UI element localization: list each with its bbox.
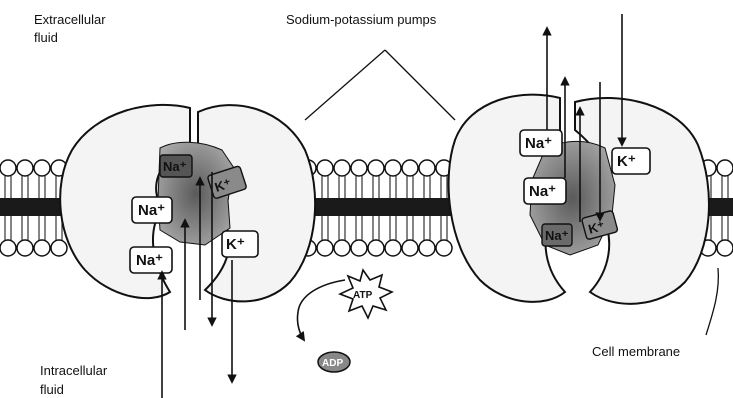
- label-extracellular-line2: fluid: [34, 30, 58, 45]
- phospholipid-head: [317, 240, 333, 256]
- svg-text:K⁺: K⁺: [226, 236, 245, 253]
- svg-text:Na⁺: Na⁺: [136, 252, 163, 269]
- phospholipid-head: [717, 160, 733, 176]
- adp-blob: ADP: [318, 352, 350, 372]
- left-pump-k-bound-2: K⁺: [222, 231, 258, 257]
- left-pump-na-bound-2: Na⁺: [130, 247, 172, 273]
- svg-text:Na⁺: Na⁺: [525, 135, 552, 152]
- phospholipid-head: [317, 160, 333, 176]
- svg-text:Na⁺: Na⁺: [545, 228, 569, 243]
- pump-left: [60, 105, 315, 302]
- right-pump-k-bound-2: K⁺: [612, 148, 650, 174]
- phospholipid-head: [334, 240, 350, 256]
- left-pump-na-bound-1: Na⁺: [132, 197, 172, 223]
- phospholipid-head: [436, 240, 452, 256]
- svg-text:Na⁺: Na⁺: [529, 183, 556, 200]
- phospholipid-head: [385, 240, 401, 256]
- phospholipid-head: [402, 240, 418, 256]
- phospholipid-head: [717, 240, 733, 256]
- label-cell-membrane: Cell membrane: [592, 344, 680, 359]
- phospholipid-head: [34, 240, 50, 256]
- phospholipid-head: [419, 160, 435, 176]
- phospholipid-head: [402, 160, 418, 176]
- phospholipid-head: [385, 160, 401, 176]
- membrane-label-connector: [706, 268, 718, 335]
- phospholipid-head: [368, 240, 384, 256]
- phospholipid-head: [0, 160, 16, 176]
- phospholipid-head: [17, 240, 33, 256]
- left-pump-na-bound-3: Na⁺: [160, 155, 192, 177]
- pumps-label-connector: [305, 50, 455, 120]
- label-sodium-potassium-pumps: Sodium-potassium pumps: [286, 12, 437, 27]
- atp-burst: ATP: [340, 270, 392, 318]
- svg-text:Na⁺: Na⁺: [163, 159, 187, 174]
- right-pump-na-bound-1: Na⁺: [520, 130, 562, 156]
- svg-text:K⁺: K⁺: [617, 153, 636, 170]
- phospholipid-head: [351, 160, 367, 176]
- phospholipid-head: [419, 240, 435, 256]
- atp-to-adp-arrow: [297, 280, 345, 340]
- phospholipid-head: [34, 160, 50, 176]
- svg-text:Na⁺: Na⁺: [138, 202, 165, 219]
- label-intracellular-line2: fluid: [40, 382, 64, 397]
- phospholipid-head: [17, 160, 33, 176]
- phospholipid-head: [351, 240, 367, 256]
- svg-text:ADP: ADP: [322, 358, 343, 369]
- phospholipid-head: [51, 240, 67, 256]
- svg-text:ATP: ATP: [353, 290, 373, 301]
- right-pump-na-bound-2: Na⁺: [524, 178, 566, 204]
- right-pump-na-bound-3: Na⁺: [542, 224, 572, 246]
- label-extracellular-line1: Extracellular: [34, 12, 106, 27]
- phospholipid-head: [334, 160, 350, 176]
- phospholipid-head: [0, 240, 16, 256]
- pump-right: [449, 95, 709, 304]
- label-intracellular-line1: Intracellular: [40, 363, 108, 378]
- phospholipid-head: [368, 160, 384, 176]
